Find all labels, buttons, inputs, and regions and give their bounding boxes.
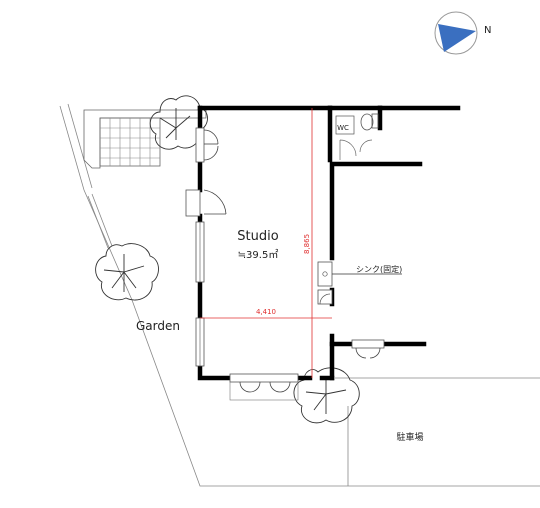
garden-label: Garden [136,319,180,333]
parking-label: 駐車場 [396,431,423,443]
door-left-entrance [185,189,227,217]
compass: N [434,11,491,55]
sink [317,261,402,305]
toilet-icon [360,113,374,131]
property-line [59,105,540,487]
door-top-left [195,127,219,163]
sink-label: シンク(固定) [356,264,402,274]
door-lower-right [351,339,385,359]
terrace [83,109,207,169]
tree-garden [95,243,159,301]
fence-line [67,103,93,189]
width-dimension-label: 4,410 [256,308,276,316]
wc-label: WC [337,124,349,132]
fence-line-inner-2 [91,193,113,247]
studio-name-label: Studio [237,229,278,244]
dimension-lines: 8,865 4,410 [200,108,332,378]
north-arrow-icon [438,24,476,52]
site-boundary [59,103,540,487]
sink-basin [317,261,333,287]
studio-area-label: ≒39.5㎡ [238,249,279,261]
terrace-tile-lines [100,118,160,166]
north-label: N [484,25,491,36]
wall-left-bottom [197,363,233,381]
depth-dimension-label: 8,865 [303,234,311,254]
terrace-border [83,109,207,169]
wall-right-upper [329,161,423,261]
door-bottom [229,373,299,401]
wc-fixtures [335,113,379,160]
openings [185,113,402,401]
fence-line-inner [87,195,109,249]
